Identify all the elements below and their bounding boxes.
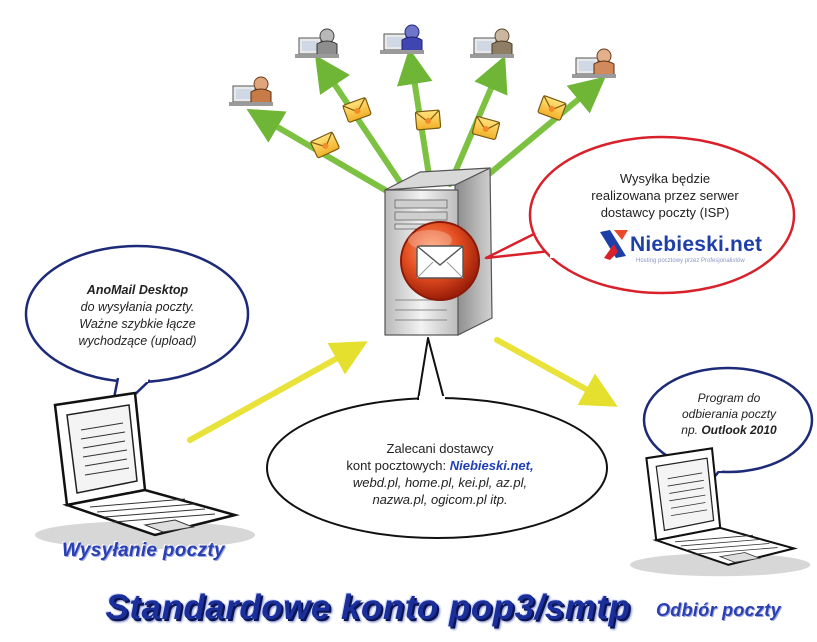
person-icon: [380, 24, 424, 54]
providers-bubble-text: Zalecani dostawcy kont pocztowych: Niebi…: [290, 440, 590, 508]
providers-line-2: kont pocztowych: Niebieski.net,: [290, 457, 590, 474]
person-icon: [295, 28, 339, 58]
recipient-icons: [229, 24, 616, 106]
receiver-app-name: Outlook 2010: [701, 423, 777, 437]
isp-line-1: Wysyłka będzie: [619, 171, 711, 186]
isp-bubble-text: Wysyłka będzie realizowana przez serwer …: [570, 170, 760, 221]
isp-speech-bubble: [484, 135, 796, 295]
envelope-icon: [471, 115, 501, 140]
flow-arrows: [187, 337, 618, 443]
sending-caption: Wysyłanie poczty: [62, 540, 225, 561]
sender-line-1: do wysyłania poczty.: [80, 300, 195, 314]
arrow-server-to-receiver: [494, 337, 618, 407]
laptop-icon: [35, 391, 255, 549]
providers-line-1: Zalecani dostawcy: [386, 441, 494, 456]
mail-button-icon: [400, 221, 480, 301]
sender-app-name: AnoMail Desktop: [86, 283, 189, 297]
envelope-icons: [310, 95, 567, 159]
isp-logo-text: Niebieski.net: [630, 233, 763, 256]
arrow-to-recipient-2: [314, 55, 405, 188]
sender-line-3: wychodzące (upload): [78, 334, 197, 348]
niebieski-logo-mark: [600, 230, 628, 260]
laptop-icon: [630, 447, 811, 577]
arrow-laptop-to-server: [187, 341, 368, 443]
receiving-caption: Odbiór poczty: [656, 600, 781, 620]
receiver-line-3: np. Outlook 2010: [655, 422, 803, 438]
envelope-icon: [342, 97, 372, 123]
person-icon: [470, 28, 514, 58]
receiver-line-2: odbierania poczty: [681, 407, 777, 421]
receiver-line-3-prefix: np.: [681, 423, 698, 437]
isp-logo-tagline: Hosting pocztowy przez Profesjonalistów: [636, 258, 745, 264]
sender-line-2: Ważne szybkie łącze: [79, 317, 196, 331]
envelope-icon: [537, 95, 567, 121]
envelope-icon: [414, 109, 442, 131]
receiver-bubble-text: Program do odbierania poczty np. Outlook…: [655, 390, 803, 438]
sender-bubble-text: AnoMail Desktop do wysyłania poczty. Waż…: [45, 282, 230, 350]
envelope-icon: [310, 131, 340, 159]
person-icon: [229, 76, 273, 106]
isp-line-2: realizowana przez serwer: [591, 188, 739, 203]
providers-line-2-prefix: kont pocztowych:: [346, 458, 447, 473]
page-title: Standardowe konto pop3/smtp: [105, 588, 631, 627]
person-icon: [572, 48, 616, 78]
receiver-line-1: Program do: [697, 391, 761, 405]
providers-line-4: nazwa.pl, ogicom.pl itp.: [372, 492, 508, 507]
providers-speech-bubble: [266, 337, 608, 539]
providers-brand: Niebieski.net,: [449, 458, 534, 473]
isp-line-3: dostawcy poczty (ISP): [600, 205, 730, 220]
providers-line-3: webd.pl, home.pl, kei.pl, az.pl,: [352, 475, 528, 490]
